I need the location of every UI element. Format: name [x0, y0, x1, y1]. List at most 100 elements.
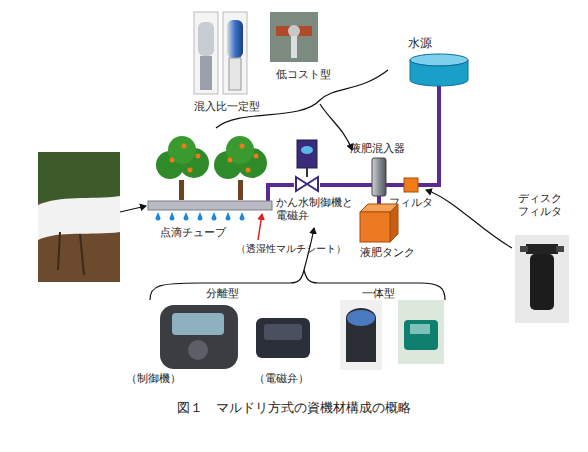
tree-illustration: [240, 144, 245, 149]
tree-illustration: [246, 168, 251, 173]
controller-and-valve-shape: [301, 146, 313, 154]
dosing-pump-photo: [194, 12, 218, 94]
disc-filter-photo: [515, 235, 569, 323]
pipe-connector: [377, 196, 381, 204]
water-drops: [240, 212, 245, 221]
figure-caption: 図１ マルドリ方式の資機材構成の概略: [0, 400, 588, 416]
node-label: 水源: [408, 36, 448, 50]
integrated-controller-photo: [404, 320, 438, 350]
fertilizer-tank-shape: [390, 204, 398, 242]
low-cost-mixer-photo: [288, 25, 300, 37]
integrated-controller-photo: [346, 308, 376, 362]
water-source-tank-shape: [410, 60, 468, 86]
fertilizer-tank-shape: [360, 212, 390, 242]
mulch-photo: [38, 196, 120, 240]
low-cost-mixer-photo: [270, 12, 318, 62]
controller-and-valve-shape: [296, 177, 318, 191]
drip-tube-shape: [148, 201, 272, 210]
mulch-photo: [58, 232, 84, 275]
node-label: 液肥タンク: [360, 246, 430, 259]
tree-illustration: [179, 180, 184, 200]
disc-filter-photo: [515, 235, 569, 323]
disc-filter-photo: [526, 244, 558, 254]
tree-illustration: [226, 136, 254, 164]
dosing-pump-photo: [227, 20, 243, 58]
disc-filter-photo: [520, 246, 528, 252]
integrated-controller-photo: [410, 324, 430, 334]
controller-photo: [160, 305, 238, 369]
dosing-pump-photo: [200, 56, 212, 90]
fertilizer-mixer: 液肥混入器: [372, 158, 386, 196]
part-label: 混入比一定型: [194, 100, 274, 113]
water-drops: [212, 212, 217, 221]
mulch-photo: [38, 152, 120, 282]
fertilizer-tank: 液肥タンク: [360, 204, 398, 242]
water-drops: [184, 212, 189, 221]
controller-and-valve-shape: [306, 168, 308, 177]
leader-arrow: [426, 190, 512, 248]
part-label: 一体型: [362, 287, 412, 300]
part-label: 分離型: [206, 287, 256, 300]
node-label: 液肥混入器: [350, 142, 420, 155]
controller-photo: [172, 313, 224, 335]
tree-illustration: [182, 144, 187, 149]
part-label: （電磁弁）: [254, 372, 324, 385]
fertilizer-mixer-shape: [372, 158, 386, 196]
mulch-photo: [38, 152, 120, 202]
dosing-pump-photo: [223, 12, 247, 94]
water-drops: [156, 212, 161, 221]
leader-arrow: [120, 206, 146, 212]
part-label: ディスク フィルタ: [518, 192, 568, 218]
leader-arrow: [258, 214, 262, 240]
filter-box: フィルタ: [404, 178, 418, 192]
dosing-pump-photo: [194, 12, 247, 94]
water-source-tank-shape: [410, 54, 468, 86]
solenoid-valve-photo: [256, 318, 310, 358]
tree-illustration: [168, 136, 196, 164]
water-source-tank: 水源: [410, 54, 468, 86]
tree-illustration: [228, 158, 233, 163]
water-drops: [198, 212, 203, 221]
low-cost-mixer-photo: [270, 12, 318, 62]
solenoid-valve-photo: [256, 318, 310, 358]
disc-filter-photo: [556, 246, 564, 252]
controller-and-valve-shape: [297, 140, 317, 168]
drip-tube: 点滴チューブ: [148, 201, 272, 210]
low-cost-mixer-photo: [291, 36, 297, 58]
part-label: （制御機）: [126, 372, 196, 385]
mulch-photo: [38, 152, 120, 282]
water-drops: [226, 212, 231, 221]
dosing-pump-photo: [198, 22, 214, 56]
dosing-pump-photo: [229, 58, 241, 90]
fertilizer-tank-shape: [360, 204, 398, 242]
filter-box-shape: [404, 178, 418, 192]
node-label: かん水制御機と 電磁弁: [276, 196, 358, 222]
bracket-line: [150, 270, 445, 300]
tree-illustration: [196, 154, 201, 159]
controller-photo: [160, 305, 238, 369]
part-label: （透湿性マルチシート）: [236, 243, 366, 255]
tree-illustration: [188, 168, 193, 173]
water-drops: [156, 212, 245, 221]
pipe-connector: [320, 183, 372, 187]
fertilizer-mixer-shape: [372, 158, 386, 196]
integrated-controller-photo: [340, 300, 444, 370]
filter-box-shape: [404, 178, 418, 192]
tree-illustration: [156, 136, 267, 200]
part-label: 低コスト型: [276, 68, 346, 81]
low-cost-mixer-photo: [276, 26, 312, 36]
controller-and-valve-shape: [294, 140, 320, 192]
tree-illustration: [238, 180, 243, 200]
controller-and-valve: かん水制御機と 電磁弁: [294, 140, 320, 192]
disc-filter-photo: [530, 254, 554, 310]
pipe-connector: [418, 86, 439, 185]
solenoid-valve-photo: [264, 324, 302, 340]
drip-tube-shape: [148, 201, 272, 210]
integrated-controller-photo: [347, 310, 375, 326]
water-drops: [170, 212, 175, 221]
pipe-connector: [386, 183, 404, 187]
tree-illustration: [170, 158, 175, 163]
node-label: 点滴チューブ: [160, 226, 240, 239]
